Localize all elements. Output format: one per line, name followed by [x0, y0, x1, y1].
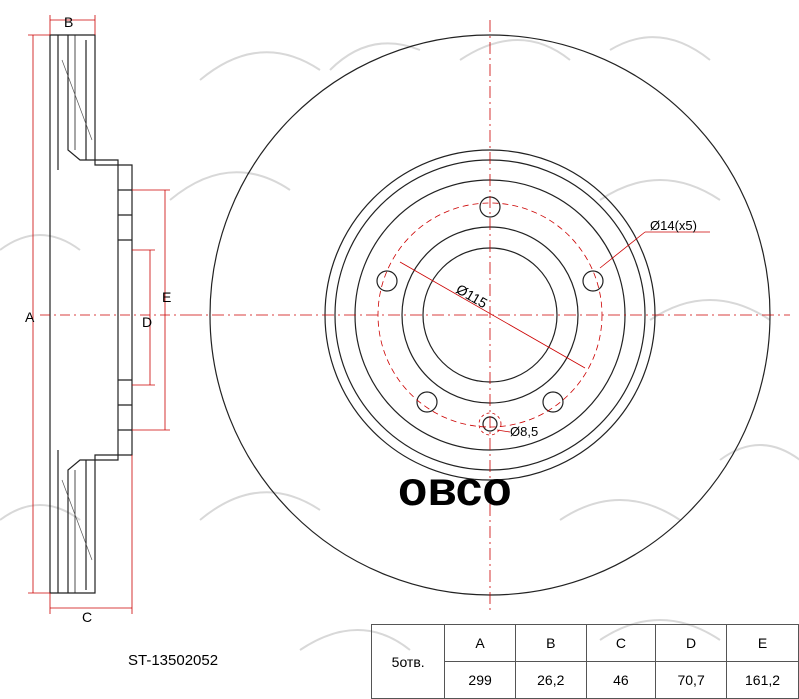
vent-lines — [57, 35, 87, 593]
spec-header-a: A — [444, 624, 516, 662]
spec-header-e: E — [726, 624, 799, 662]
spec-header-d: D — [655, 624, 728, 662]
dim-label-e: E — [162, 289, 171, 305]
spec-value-c: 46 — [585, 661, 657, 699]
bolt-holes-label: Ø14(x5) — [650, 218, 697, 233]
bolt-hole-3 — [582, 270, 604, 292]
dim-label-b: B — [64, 14, 73, 30]
side-dimensions — [28, 15, 190, 614]
spec-value-b: 26,2 — [514, 661, 587, 699]
spec-row-label: 5отв. — [370, 624, 446, 699]
spec-header-b: B — [514, 624, 587, 662]
spec-value-row: 299 26,2 46 70,7 161,2 — [372, 661, 799, 699]
dim-label-d: D — [142, 314, 152, 330]
spec-table: 5отв. A B C D E 299 26,2 46 70,7 161,2 — [370, 624, 799, 699]
spec-value-d: 70,7 — [655, 661, 728, 699]
part-number: ST-13502052 — [128, 652, 219, 669]
dim-label-c: C — [82, 609, 92, 625]
pcd-label: Ø115 — [454, 281, 491, 312]
pilot-hole-label: Ø8,5 — [510, 424, 538, 439]
disc-profile-inner — [67, 35, 119, 593]
bolt-hole-5 — [542, 391, 564, 413]
bolt-hole-2 — [376, 270, 398, 292]
spec-value-a: 299 — [444, 661, 516, 699]
front-centerlines — [190, 20, 790, 610]
dim-label-a: A — [25, 309, 35, 325]
spec-header-row: 5отв. A B C D E — [370, 624, 799, 699]
spec-value-e: 161,2 — [726, 661, 799, 699]
center-logo: овсо — [398, 463, 512, 516]
sat-watermark — [0, 36, 799, 651]
spec-header-c: C — [585, 624, 657, 662]
center-logo-text: овсо — [398, 463, 512, 516]
bolt-hole-4 — [416, 391, 438, 413]
hub-steps — [118, 189, 132, 431]
